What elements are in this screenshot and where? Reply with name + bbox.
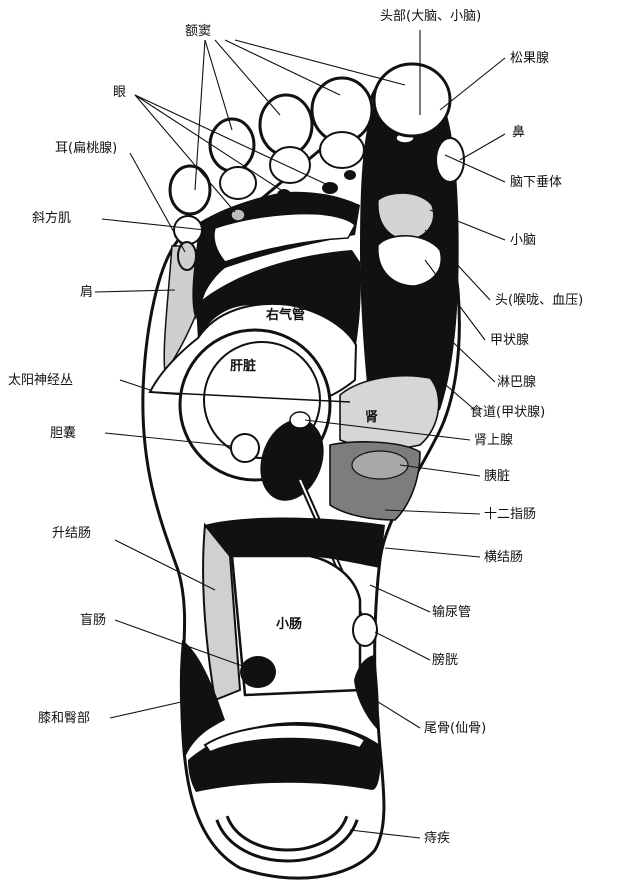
label-small-intestine: 小肠 bbox=[276, 617, 302, 632]
eye-spot-4 bbox=[344, 170, 356, 180]
label-pineal: 松果腺 bbox=[510, 51, 549, 66]
label-trachea: 右气管 bbox=[265, 307, 305, 323]
label-ascending-colon: 升结肠 bbox=[52, 526, 91, 541]
toe-fourth bbox=[210, 119, 254, 171]
label-trapezius: 斜方肌 bbox=[32, 210, 71, 226]
eye-spot bbox=[231, 209, 245, 221]
label-knee-hip: 膝和臀部 bbox=[38, 711, 90, 726]
label-duodenum: 十二指肠 bbox=[484, 507, 536, 522]
label-cerebellum: 小脑 bbox=[510, 233, 536, 248]
label-transverse-colon: 横结肠 bbox=[484, 550, 523, 565]
toe-fifth bbox=[170, 166, 210, 214]
label-hemorrhoids: 痔疾 bbox=[424, 830, 450, 846]
label-lymph: 淋巴腺 bbox=[497, 375, 536, 390]
label-pancreas: 胰脏 bbox=[484, 469, 510, 484]
label-liver: 肝脏 bbox=[230, 358, 256, 374]
kidney-zone bbox=[340, 376, 439, 449]
pancreas-inner bbox=[352, 451, 408, 479]
toe-third bbox=[260, 95, 312, 155]
label-pituitary: 脑下垂体 bbox=[510, 175, 562, 190]
ear-spot bbox=[178, 242, 196, 270]
toe-big bbox=[374, 64, 450, 136]
label-head-brain: 头部(大脑、小脑) bbox=[380, 9, 481, 24]
label-esophagus: 食道(甲状腺) bbox=[470, 404, 545, 420]
pituitary-zone bbox=[436, 138, 464, 182]
toe-second-tip bbox=[320, 132, 364, 168]
label-gallbladder: 胆囊 bbox=[50, 425, 76, 441]
label-thyroid: 甲状腺 bbox=[490, 333, 529, 348]
toe-fourth-tip bbox=[220, 167, 256, 199]
label-ureter: 输尿管 bbox=[432, 604, 471, 620]
label-head-neck: 头(喉咙、血压) bbox=[495, 293, 583, 308]
cecum-zone bbox=[240, 656, 276, 688]
label-nose: 鼻 bbox=[512, 124, 525, 140]
label-eye: 眼 bbox=[113, 85, 126, 100]
gallbladder-zone bbox=[231, 434, 259, 462]
label-kidney: 肾 bbox=[365, 410, 379, 425]
label-sinus: 额窦 bbox=[185, 24, 211, 39]
label-adrenal: 肾上腺 bbox=[474, 433, 513, 448]
label-cecum: 盲肠 bbox=[80, 612, 106, 628]
label-shoulder: 肩 bbox=[80, 284, 93, 300]
label-coccyx: 尾骨(仙骨) bbox=[424, 721, 486, 736]
eye-spot-2 bbox=[277, 189, 291, 201]
label-bladder: 膀胱 bbox=[432, 652, 458, 668]
label-ear: 耳(扁桃腺) bbox=[55, 141, 117, 156]
label-solar-plexus: 太阳神经丛 bbox=[8, 373, 73, 388]
bladder-zone bbox=[353, 614, 377, 646]
toe-third-tip bbox=[270, 147, 310, 183]
